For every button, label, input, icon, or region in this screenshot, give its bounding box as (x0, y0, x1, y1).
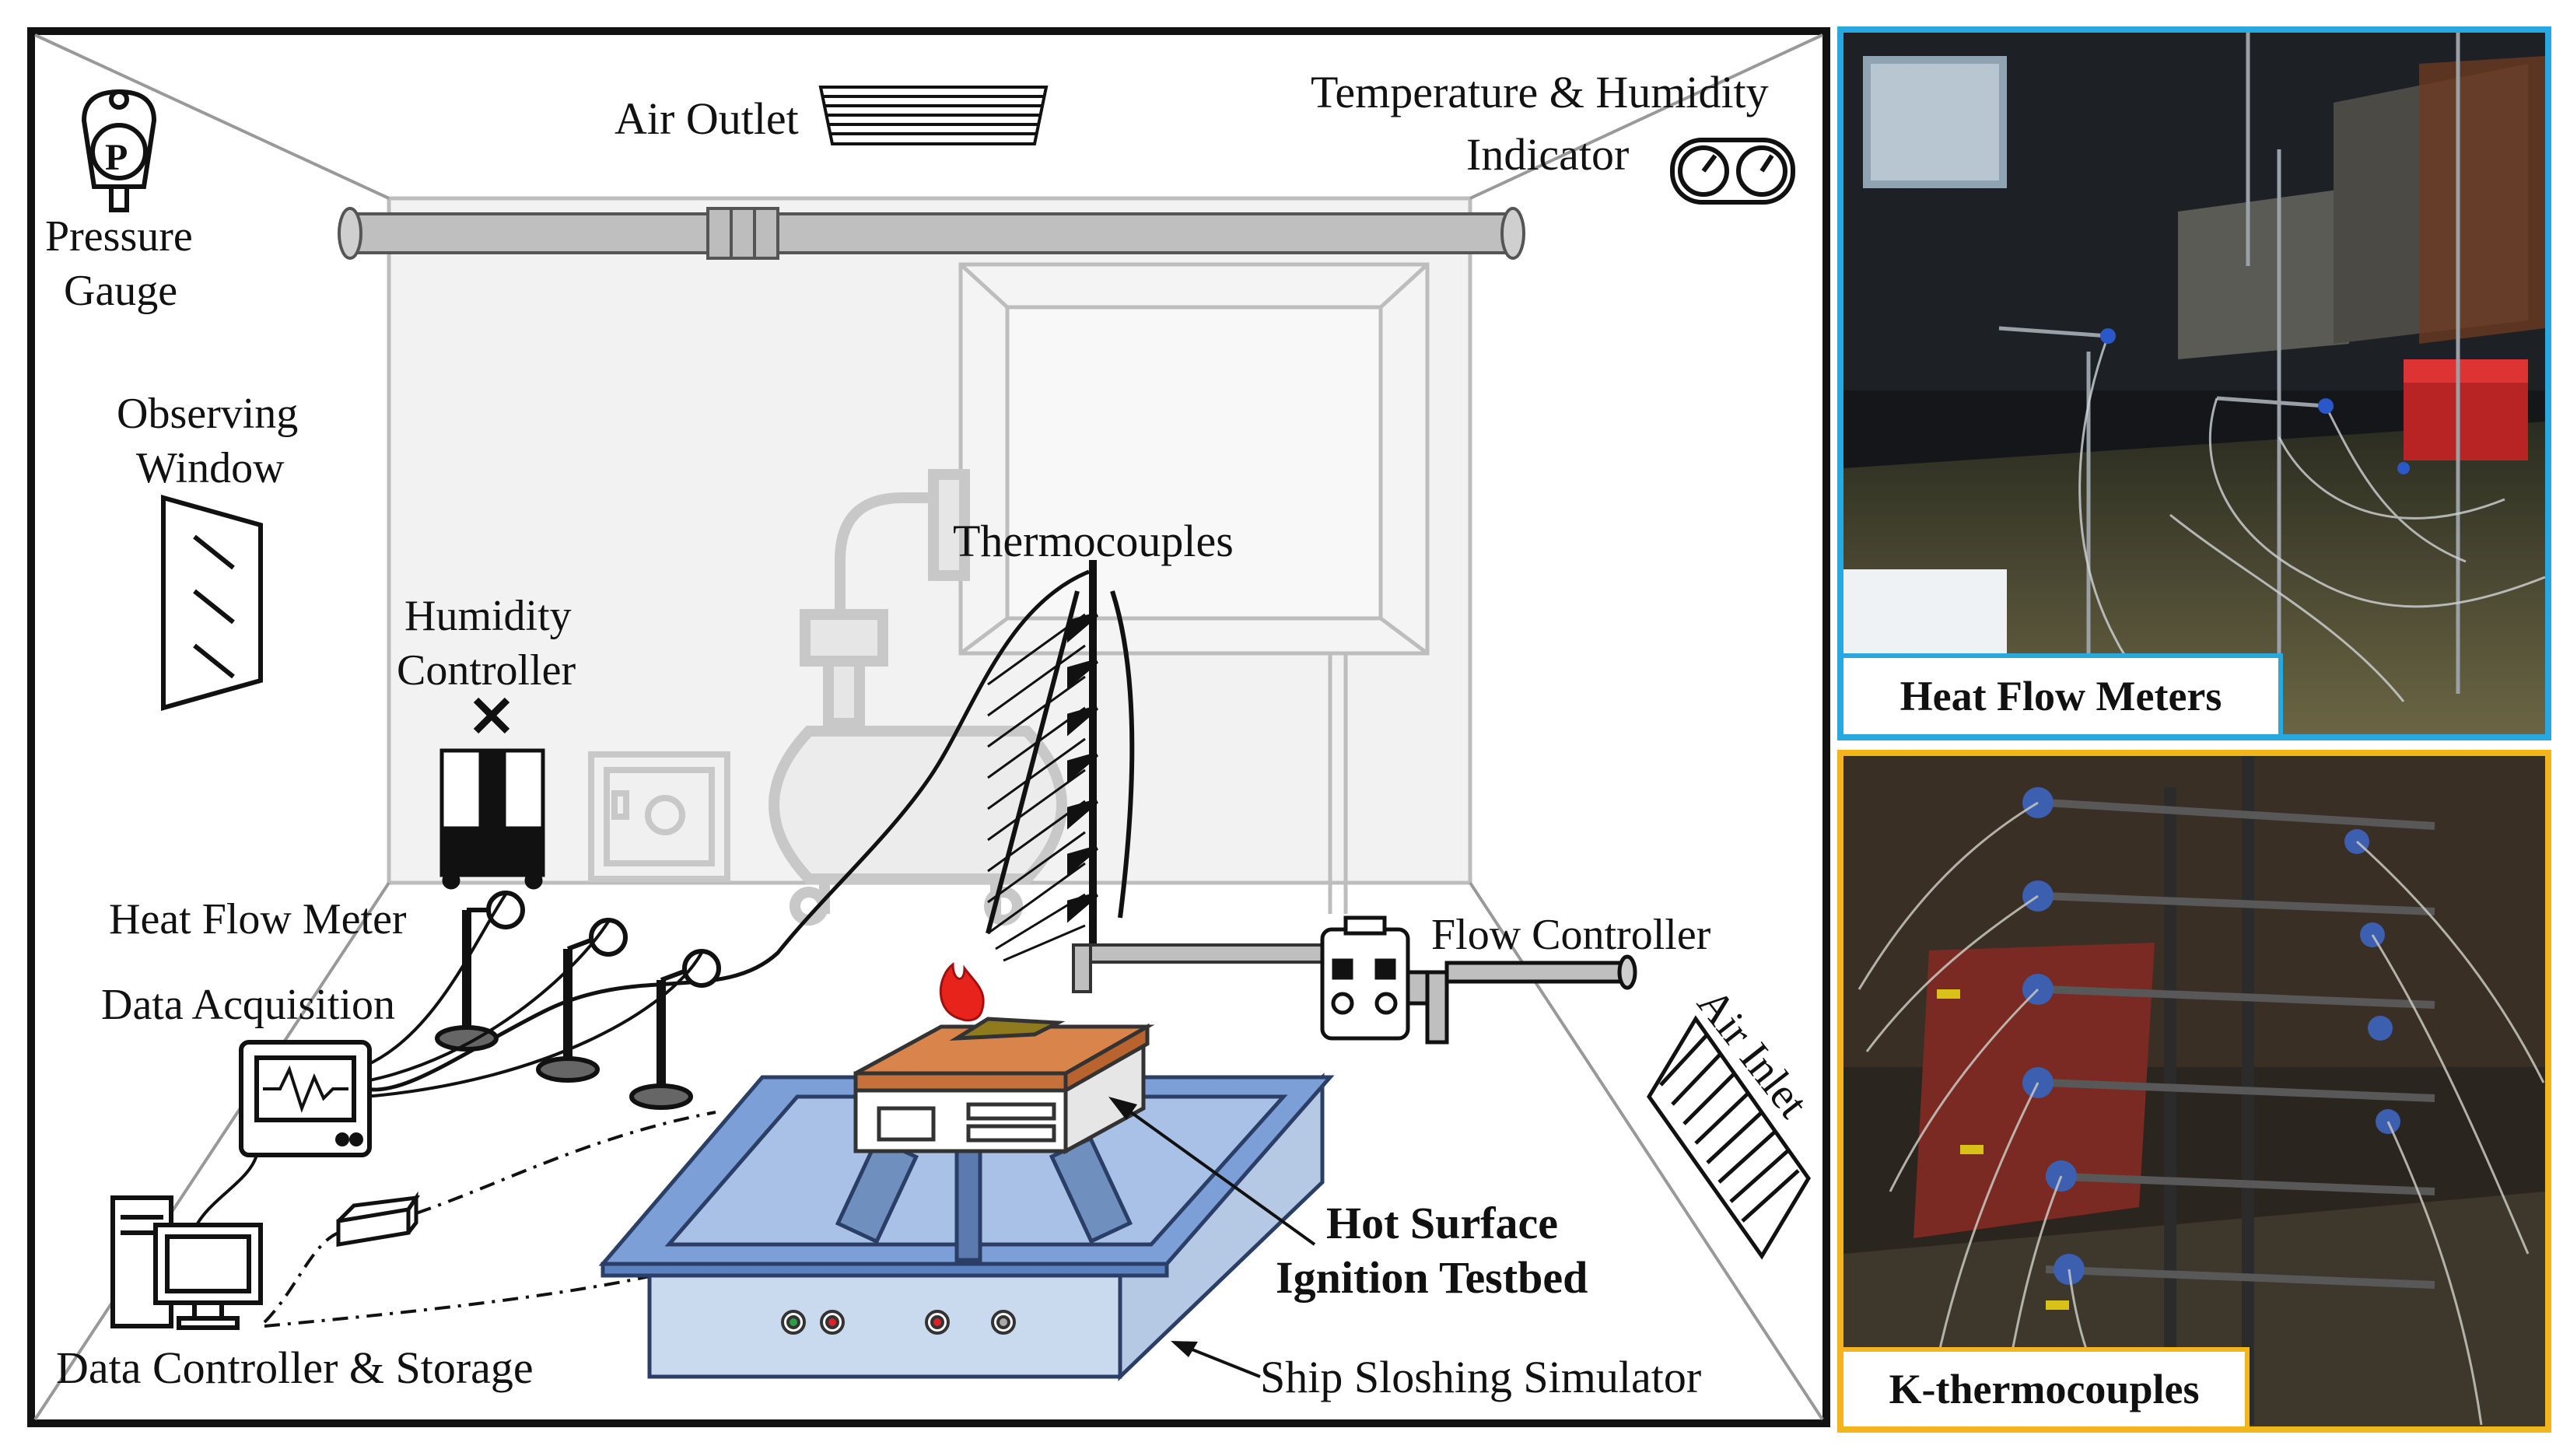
air-inlet-grille (1647, 1015, 1811, 1260)
photo-k-thermocouples-scene (1843, 756, 2545, 1426)
humidity-controller-device (439, 697, 545, 890)
background-boiler (769, 469, 1067, 926)
label-observing-window-2: Window (136, 444, 285, 492)
storage-box (336, 1191, 421, 1247)
flow-controller-device (1320, 915, 1637, 1045)
photo-heat-flow-meters-scene (1843, 33, 2545, 734)
label-temp-humidity-1: Temperature & Humidity (1311, 67, 1769, 117)
heat-flow-meter-stands (435, 891, 721, 1110)
data-acquisition-monitor (239, 1040, 372, 1157)
ship-sloshing-arrow (1182, 1344, 1261, 1378)
label-observing-window-1: Observing (117, 390, 298, 438)
air-outlet-grille (818, 86, 1049, 145)
dashed-cable-1 (263, 1231, 339, 1324)
label-humidity-controller-1: Humidity (404, 592, 572, 640)
label-heat-flow-meter: Heat Flow Meter (109, 895, 407, 943)
label-air-outlet: Air Outlet (614, 93, 799, 144)
label-pressure-gauge-2: Gauge (64, 267, 177, 315)
photo-label-k-thermocouples: K-thermocouples (1843, 1347, 2250, 1426)
flame-icon (939, 961, 985, 1022)
data-controller-pc (110, 1195, 263, 1330)
label-flow-controller: Flow Controller (1431, 911, 1711, 959)
back-wall-panel (958, 262, 1430, 914)
pressure-gauge-icon (81, 89, 157, 212)
label-pressure-gauge-1: Pressure (45, 212, 193, 261)
label-ship-sloshing: Ship Sloshing Simulator (1260, 1352, 1701, 1402)
dashed-cable-2 (415, 1111, 716, 1215)
background-safe (588, 751, 730, 882)
daq-to-pc-cable (193, 1154, 258, 1230)
thermocouple-stand (986, 560, 1343, 993)
photo-k-thermocouples: K-thermocouples (1837, 750, 2551, 1433)
heat-flow-meter-cables (365, 893, 703, 1098)
observing-window-shape (161, 495, 263, 711)
label-data-acquisition: Data Acquisition (101, 981, 395, 1029)
label-hot-surface-2: Ignition Testbed (1276, 1252, 1588, 1303)
ceiling-pipe (338, 207, 1525, 260)
label-humidity-controller-2: Controller (397, 646, 576, 695)
pressure-gauge-letter: P (105, 137, 128, 178)
photo-label-heat-flow-meters: Heat Flow Meters (1843, 653, 2283, 734)
dashed-cable-3 (264, 1274, 654, 1328)
hot-surface-arrow (1119, 1103, 1316, 1246)
label-thermocouples: Thermocouples (953, 516, 1234, 566)
simulator-buttons (781, 1310, 1016, 1335)
label-data-controller: Data Controller & Storage (56, 1342, 534, 1393)
photo-heat-flow-meters: Heat Flow Meters (1837, 26, 2551, 740)
temp-humidity-gauge-icon (1670, 138, 1795, 205)
hot-surface-testbed (853, 1017, 1155, 1155)
hot-surface-arrowhead (1108, 1097, 1137, 1120)
ship-sloshing-arrowhead (1171, 1341, 1198, 1357)
label-temp-humidity-2: Indicator (1466, 129, 1629, 180)
label-hot-surface-1: Hot Surface (1326, 1198, 1558, 1248)
